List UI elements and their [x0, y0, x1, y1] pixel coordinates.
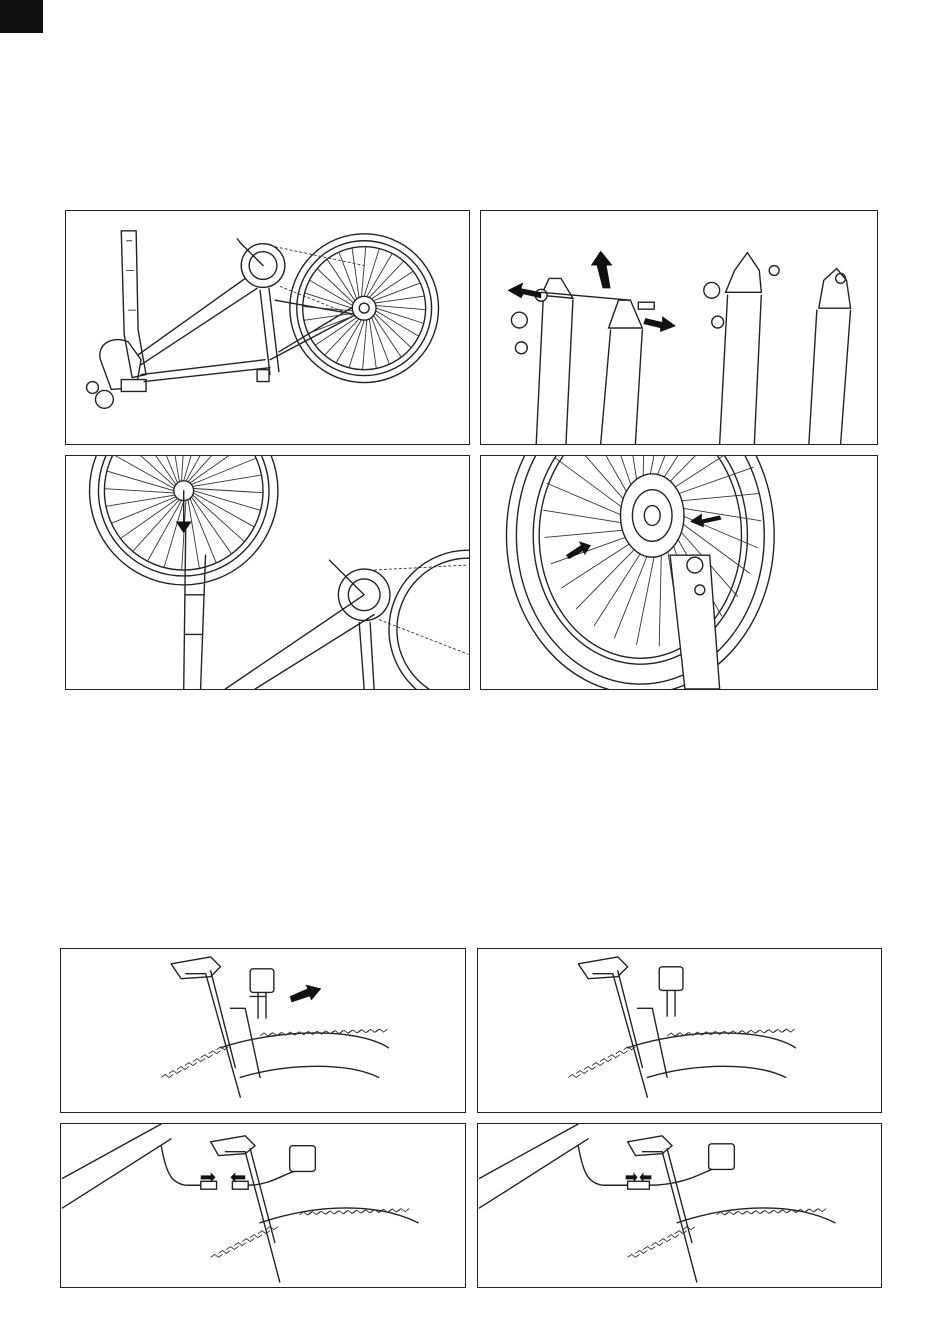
figure-connect-cable: [60, 1123, 466, 1288]
illustration-fork-dropouts: [481, 211, 877, 444]
figure-cable-connected: [477, 1123, 882, 1288]
illustration-disc-brake: [481, 456, 877, 689]
figure-fork-dropouts: [480, 210, 878, 445]
illustration-headlight-mounted: [478, 949, 881, 1112]
illustration-wheel-into-fork: [66, 456, 469, 689]
illustration-cable-connected: [478, 1124, 881, 1287]
figure-wheel-into-fork: [65, 455, 470, 690]
figure-headlight-mounted: [477, 948, 882, 1113]
illustration-connect-cable: [61, 1124, 465, 1287]
figure-mount-headlight: [60, 948, 466, 1113]
page-corner-tab: [0, 0, 43, 33]
figure-disc-brake: [480, 455, 878, 690]
illustration-bike-frame: [66, 211, 469, 444]
figure-frame-view: [65, 210, 470, 445]
illustration-mount-headlight: [61, 949, 465, 1112]
